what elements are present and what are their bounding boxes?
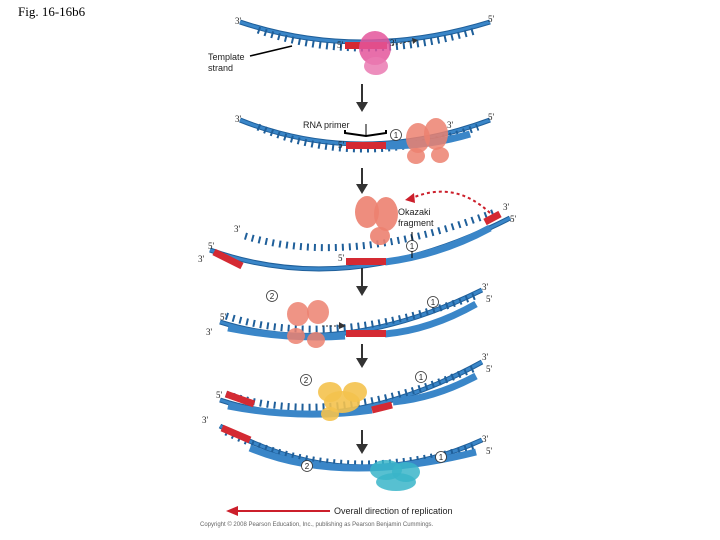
step-number-2 bbox=[301, 460, 313, 472]
template-strand-label: Template strand bbox=[208, 52, 247, 73]
template-strand-label-line: strand bbox=[208, 63, 233, 73]
end-label: 5' bbox=[488, 112, 495, 122]
dna-ligase bbox=[370, 460, 420, 491]
step-number-2 bbox=[266, 290, 278, 302]
okazaki-fragment-2 bbox=[227, 402, 373, 418]
end-label: 5' bbox=[510, 214, 517, 224]
end-label: 3' bbox=[482, 434, 489, 444]
dna-polymerase-released bbox=[355, 196, 398, 245]
overall-direction-label: Overall direction of replication bbox=[334, 506, 453, 516]
step-number-2 bbox=[300, 374, 312, 386]
rna-primer bbox=[346, 142, 386, 149]
end-label: 5' bbox=[216, 390, 223, 400]
end-label: 3' bbox=[390, 38, 397, 48]
okazaki-label-line: fragment bbox=[398, 218, 434, 228]
panel-5: 2 1 5' 3' 3' 5' bbox=[202, 352, 493, 425]
copyright-text: Copyright © 2008 Pearson Education, Inc.… bbox=[200, 521, 434, 528]
panel-4: 2 1 5' 3' 3' 5' bbox=[206, 282, 493, 348]
end-label: 5' bbox=[208, 241, 215, 251]
end-label: 5' bbox=[220, 312, 227, 322]
overall-direction: Overall direction of replication bbox=[226, 506, 453, 516]
end-label: 5' bbox=[486, 446, 493, 456]
primase-enzyme bbox=[359, 31, 391, 75]
end-label: 5' bbox=[486, 294, 493, 304]
end-label: 5' bbox=[338, 140, 345, 150]
rna-primer bbox=[371, 401, 393, 414]
step-number-1 bbox=[390, 129, 402, 141]
end-label: 3' bbox=[482, 352, 489, 362]
dna-polymerase-i bbox=[318, 382, 367, 421]
rna-primer-label: RNA primer bbox=[303, 120, 350, 130]
rna-primer bbox=[483, 210, 502, 226]
okazaki-fragment-1 bbox=[384, 300, 478, 338]
synthesis-arrow bbox=[391, 40, 413, 46]
end-label: 3' bbox=[447, 120, 454, 130]
dna-polymerase-iii bbox=[287, 300, 329, 348]
step-number-1 bbox=[435, 451, 447, 463]
okazaki-fragment-label: Okazaki fragment bbox=[398, 207, 434, 228]
figure-title: Fig. 16-16b6 bbox=[18, 4, 86, 19]
step-number-2-text: 2 bbox=[305, 462, 310, 471]
end-label: 3' bbox=[234, 224, 241, 234]
step-number-1-text: 1 bbox=[410, 242, 415, 251]
step-number-2-text: 2 bbox=[304, 376, 309, 385]
panel-3: Okazaki fragment 1 3' 5' 3' 5' 3' 5' bbox=[198, 190, 517, 272]
end-label: 3' bbox=[235, 114, 242, 124]
polymerase-return-arrow bbox=[411, 190, 491, 214]
step-number-1-text: 1 bbox=[431, 298, 436, 307]
rna-primer bbox=[346, 330, 386, 337]
step-number-1-text: 1 bbox=[394, 131, 399, 140]
template-pointer-line bbox=[249, 45, 293, 57]
end-label: 3' bbox=[235, 16, 242, 26]
rna-primer bbox=[346, 258, 386, 265]
end-label: 5' bbox=[488, 14, 495, 24]
dna-polymerase-iii bbox=[406, 118, 449, 164]
step-number-1 bbox=[415, 371, 427, 383]
step-number-1 bbox=[427, 296, 439, 308]
panel-6: 2 1 3' 5' bbox=[218, 423, 493, 491]
template-strand-label-line: Template bbox=[208, 52, 245, 62]
panel-1: 3' 5' 5' 3' Template strand bbox=[208, 14, 495, 75]
rna-primer bbox=[220, 424, 252, 444]
end-label: 3' bbox=[198, 254, 205, 264]
rna-primer bbox=[224, 390, 256, 408]
end-label: 3' bbox=[503, 202, 510, 212]
okazaki-fragment-1 bbox=[384, 224, 492, 266]
end-label: 5' bbox=[337, 40, 344, 50]
end-label: 3' bbox=[482, 282, 489, 292]
panel-2: RNA primer 1 3' 5' 3' 5' bbox=[235, 112, 495, 164]
end-label: 5' bbox=[338, 253, 345, 263]
step-number-2-text: 2 bbox=[270, 292, 275, 301]
step-number-1-text: 1 bbox=[439, 453, 444, 462]
end-label: 5' bbox=[486, 364, 493, 374]
end-label: 3' bbox=[202, 415, 209, 425]
okazaki-fragment-1 bbox=[392, 372, 478, 406]
step-number-1-text: 1 bbox=[419, 373, 424, 382]
end-label: 3' bbox=[206, 327, 213, 337]
okazaki-label-line: Okazaki bbox=[398, 207, 431, 217]
rna-primer bbox=[212, 248, 244, 270]
